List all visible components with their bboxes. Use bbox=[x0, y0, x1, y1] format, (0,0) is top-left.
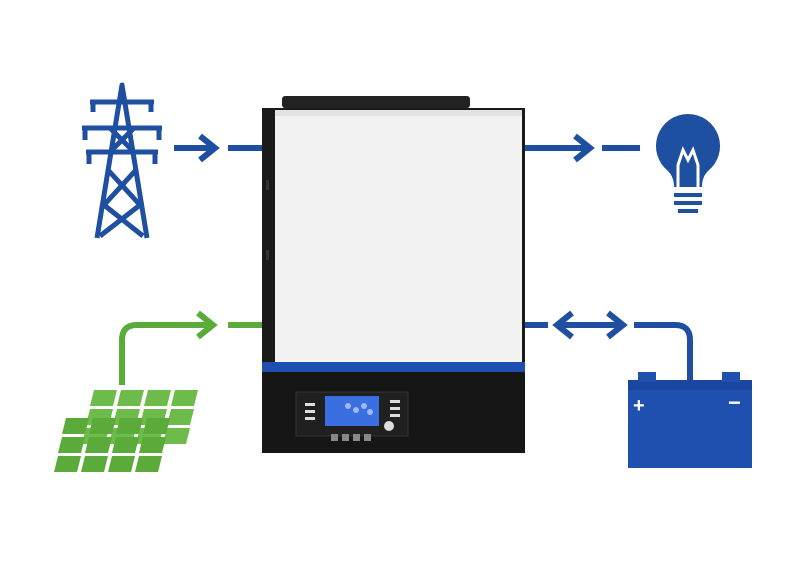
power-pylon-icon bbox=[82, 82, 162, 239]
solar-cell bbox=[167, 409, 194, 425]
solar-cell bbox=[135, 456, 162, 472]
solar-cell bbox=[62, 418, 89, 434]
solar-cell bbox=[108, 456, 135, 472]
solar-cell bbox=[81, 456, 108, 472]
solar-cell bbox=[163, 428, 190, 444]
grid-flow-arrow bbox=[174, 133, 262, 163]
solar-cell bbox=[116, 418, 143, 434]
solar-cell bbox=[112, 437, 139, 453]
solar-cell bbox=[117, 390, 144, 406]
solar-flow-arrow bbox=[119, 310, 262, 385]
load-flow-arrow bbox=[525, 133, 640, 163]
solar-panel-grid bbox=[54, 390, 198, 472]
solar-cell bbox=[58, 437, 85, 453]
power-knob[interactable] bbox=[384, 421, 394, 431]
solar-cell bbox=[54, 456, 81, 472]
solar-cell bbox=[89, 418, 116, 434]
battery-flow-arrow bbox=[525, 310, 693, 380]
solar-cell bbox=[139, 437, 166, 453]
control-buttons[interactable] bbox=[331, 434, 371, 441]
solar-cell bbox=[144, 390, 171, 406]
solar-cell bbox=[143, 418, 170, 434]
battery-minus: − bbox=[728, 390, 741, 415]
solar-cell bbox=[171, 390, 198, 406]
solar-cell bbox=[90, 390, 117, 406]
solar-cell bbox=[85, 437, 112, 453]
light-bulb-icon bbox=[655, 113, 721, 213]
inverter-device bbox=[262, 96, 525, 453]
battery-icon: + − bbox=[628, 372, 752, 468]
battery-plus: + bbox=[633, 395, 645, 417]
